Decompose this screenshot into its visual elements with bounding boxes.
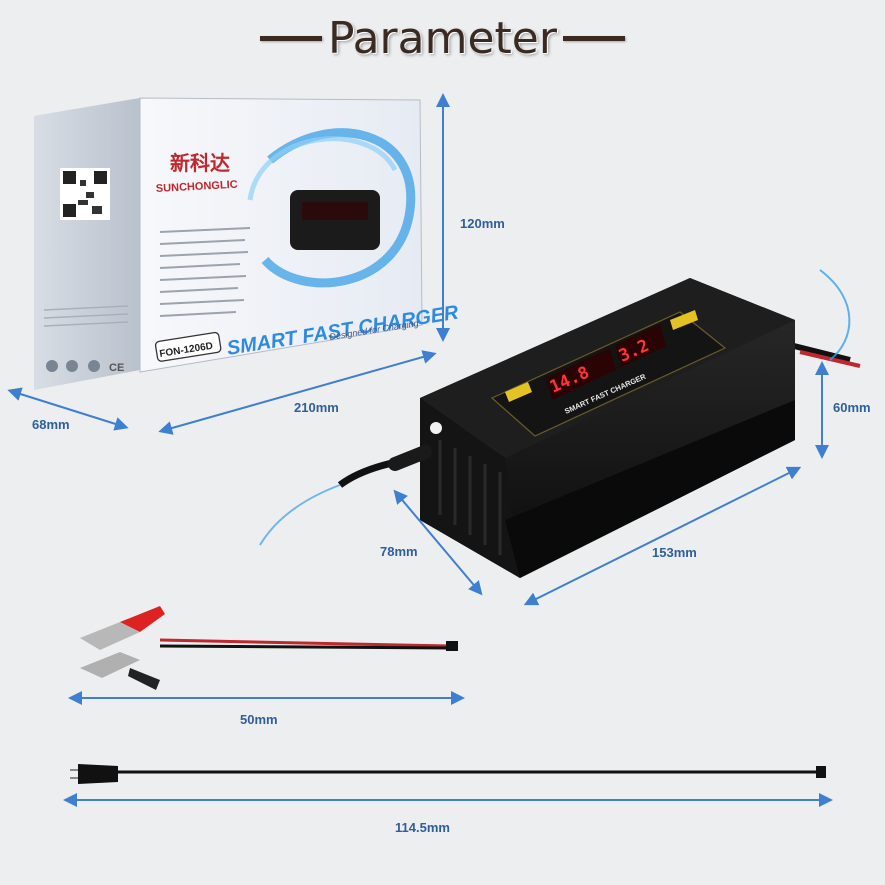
box-feature-lines: [159, 227, 251, 317]
label-clamp-cable: 50mm: [240, 712, 278, 727]
label-charger-height: 60mm: [833, 400, 871, 415]
black-clamp: [80, 652, 160, 690]
title-bar: Parameter: [0, 8, 885, 68]
label-box-length: 210mm: [294, 400, 339, 415]
svg-text:CE: CE: [109, 362, 124, 374]
box-brand: SUNCHONGLIC: [156, 179, 238, 195]
red-clamp: [80, 606, 165, 650]
page-title: Parameter: [328, 12, 557, 64]
arrow-box-depth: [7, 387, 129, 431]
box-front: [139, 97, 423, 373]
qr-code: [60, 168, 110, 220]
clamp-cable: [80, 606, 458, 690]
power-plug: [78, 764, 118, 784]
box-swoosh: [261, 128, 416, 288]
product-box: 新科达 SUNCHONGLIC SMART FAST CHARGER Desig…: [34, 97, 461, 390]
label-power-cable: 114.5mm: [395, 820, 450, 835]
title-right-dash: [562, 35, 625, 41]
arrow-charger-depth: [393, 489, 483, 596]
arrow-box-length: [158, 350, 437, 435]
label-box-depth: 68mm: [32, 417, 70, 432]
charger-display-left: [546, 348, 616, 400]
box-brand-cn: 新科达: [170, 151, 230, 175]
dimension-arrows: [7, 93, 833, 807]
arrow-charger-length: [523, 466, 802, 606]
label-box-height: 120mm: [460, 216, 505, 231]
label-charger-depth: 78mm: [380, 544, 418, 559]
title-left-dash: [260, 35, 323, 41]
charger-output-cable: [789, 342, 851, 363]
charger-display-right: [615, 324, 666, 367]
power-cable: [70, 764, 826, 784]
charger-panel: [490, 311, 727, 437]
box-cert-icons: CE: [46, 360, 124, 374]
box-left-side: [34, 98, 140, 390]
charger-button: [430, 422, 442, 434]
label-charger-length: 153mm: [652, 545, 697, 560]
